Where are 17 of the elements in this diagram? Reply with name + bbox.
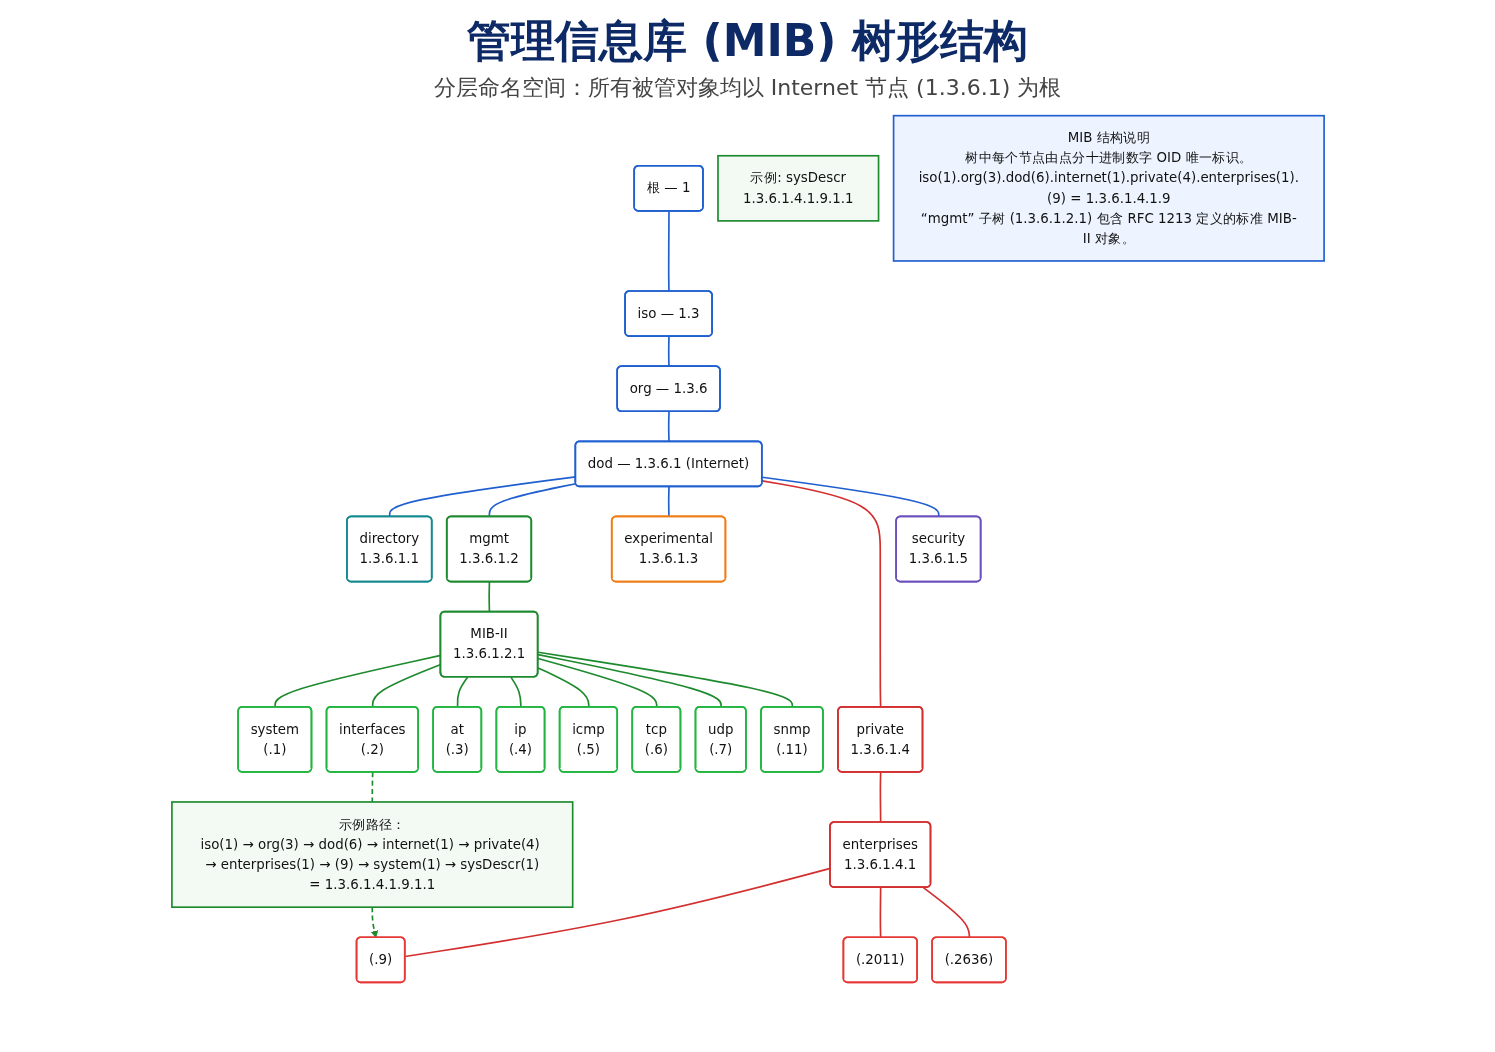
connector [488,482,577,518]
connector [922,886,970,939]
connector [879,771,881,824]
arrow [370,906,378,938]
connector [667,410,670,443]
node-box: 示例路径： iso(1) → org(3) → dod(6) → internet(1) → private(4) → enterprises(1) → (9) → system(1) → sysDescr(1) = 1.3.6.1.4.1.9.1.1 [170,801,573,908]
connector [487,581,490,613]
connector [667,210,670,293]
connector [667,485,670,518]
connector [388,475,577,518]
subtitle: 分层命名空间：所有被管对象均以 Internet 节点 (1.3.6.1) 为根 [433,74,1062,102]
connector [370,771,374,803]
title: 管理信息库 (MIB) 树形结构 [467,14,1028,68]
connector [879,886,881,939]
node-box: 示例: sysDescr 1.3.6.1.4.1.9.1.1 [716,154,879,222]
node-box: MIB 结构说明 树中每个节点由点分十进制数字 OID 唯一标识。 iso(1).org(3).dod(6).internet(1).private(4).enterprises(1).(9) = 1.3.6.1.4.1.9 “mgmt” 子树 (1.3.6.1.2.1) 包含 RFC 1213 定义的标准 MIB-II 对象。 [892,114,1325,262]
connector [667,335,670,368]
